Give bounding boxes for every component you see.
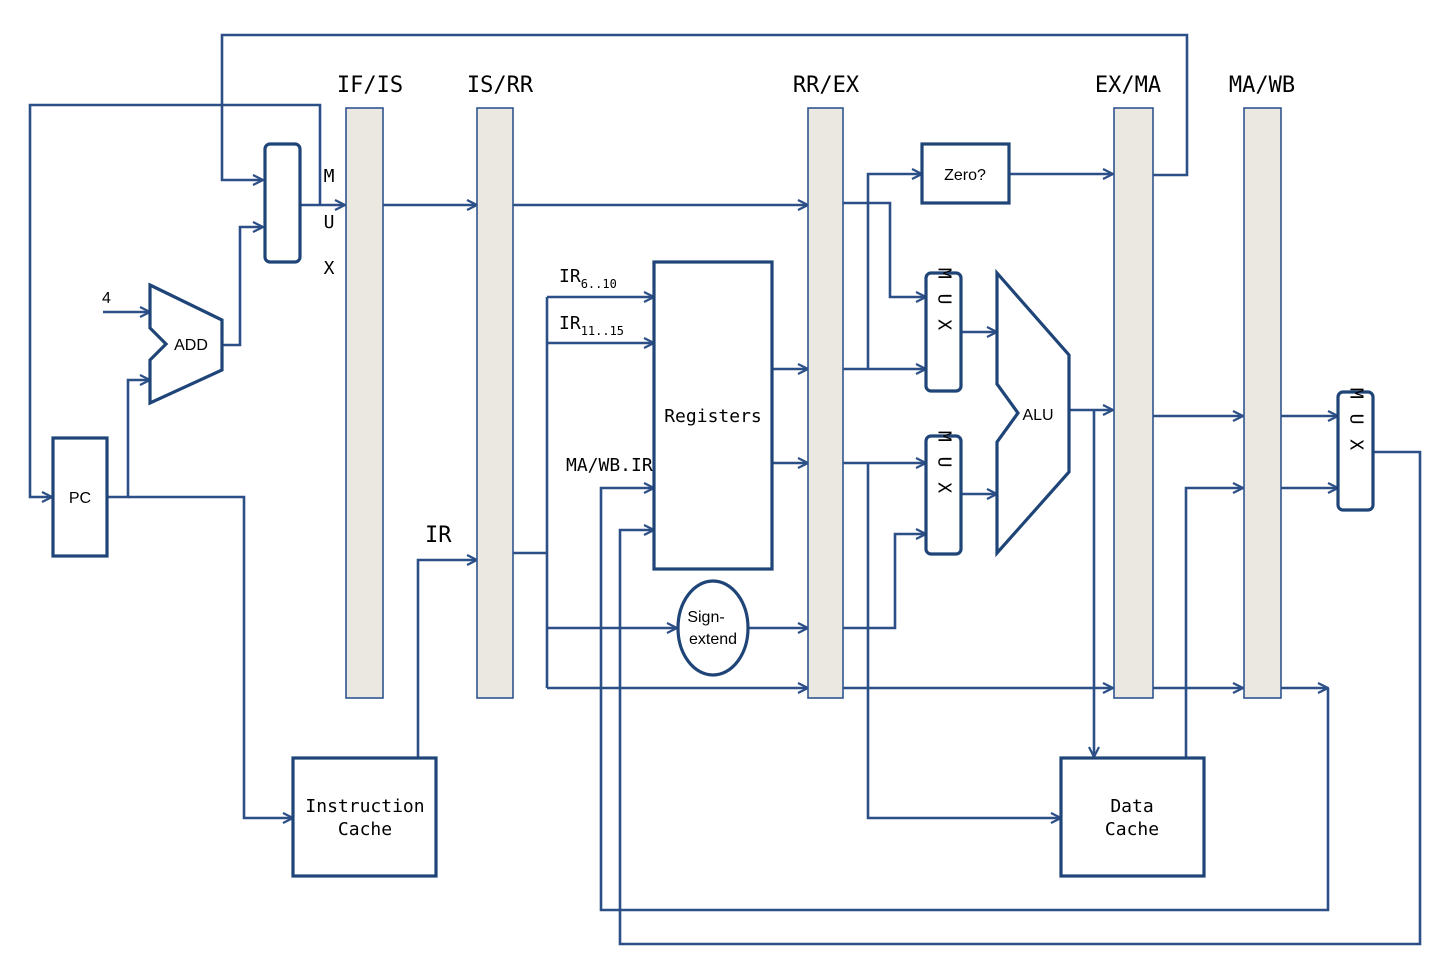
writeback-mux: M U X xyxy=(1336,388,1375,512)
add-to-mux-wire xyxy=(222,227,263,347)
branch-target-wire xyxy=(220,33,1189,180)
alu: ALU xyxy=(995,268,1071,558)
sign-extend-label-line1: Sign- xyxy=(687,609,724,626)
icache-to-isrr-wire xyxy=(416,560,477,757)
stage-labels: IF/IS IS/RR RR/EX EX/MA MA/WB xyxy=(337,73,1295,98)
writeback-data-feedback-wire xyxy=(618,450,1422,946)
sign-extend-label-line2: extend xyxy=(689,631,737,648)
pc-register: PC xyxy=(51,436,109,558)
pc-label: PC xyxy=(69,490,91,507)
regb-to-dcache-wire xyxy=(866,463,1061,818)
alu-mux-b: M U X xyxy=(924,431,963,556)
registers-label: Registers xyxy=(664,406,762,427)
pc-to-icache-wire xyxy=(128,495,293,818)
sign-extend-unit: Sign- extend xyxy=(676,579,750,677)
mawb-ir-feedback-wire xyxy=(599,488,1330,912)
ir-6-10-label: IR6..10 xyxy=(559,266,617,291)
data-cache-label-line1: Data xyxy=(1110,796,1153,817)
data-cache: Data Cache xyxy=(1059,756,1206,878)
pc-feedback-wire xyxy=(28,103,322,497)
imm-to-mux2-wire xyxy=(843,534,926,630)
ex-ma-latch xyxy=(1113,107,1154,699)
rrex-to-mux1-top-wire xyxy=(843,201,926,297)
is-rr-latch xyxy=(476,107,514,699)
alu-mux-b-letters: M U X xyxy=(934,431,955,495)
alu-mux-a-letters: M U X xyxy=(934,268,955,332)
pipeline-registers xyxy=(345,107,1282,699)
register-file: Registers xyxy=(652,260,774,571)
instruction-cache-label-line2: Cache xyxy=(338,819,392,840)
pc-mux: M U X xyxy=(225,142,340,274)
add-label: ADD xyxy=(174,337,208,354)
data-cache-label-line2: Cache xyxy=(1105,819,1159,840)
ma-wb-ir-label: MA/WB.IR xyxy=(566,455,653,476)
stage-label-is-rr: IS/RR xyxy=(467,73,534,98)
writeback-mux-letters: M U X xyxy=(1346,388,1367,452)
zero-label: Zero? xyxy=(944,167,986,184)
ma-wb-latch xyxy=(1243,107,1282,699)
stage-label-ma-wb: MA/WB xyxy=(1229,73,1295,98)
adder: ADD xyxy=(148,282,224,406)
if-is-latch xyxy=(345,107,384,699)
instruction-cache: Instruction Cache xyxy=(291,756,438,878)
constant-four-label: 4 xyxy=(102,290,111,307)
ir-label: IR xyxy=(425,523,452,548)
rega-to-zero-wire xyxy=(866,174,922,369)
zero-detect: Zero? xyxy=(920,142,1011,205)
stage-label-rr-ex: RR/EX xyxy=(793,73,860,98)
rr-ex-latch xyxy=(807,107,844,699)
pc-to-add-wire xyxy=(108,380,150,499)
dcache-to-mawb-wire xyxy=(1184,488,1243,757)
alu-label: ALU xyxy=(1022,407,1053,424)
stage-label-if-is: IF/IS xyxy=(337,73,403,98)
instruction-cache-label-line1: Instruction xyxy=(305,796,424,817)
ir-11-15-label: IR11..15 xyxy=(559,313,624,338)
stage-label-ex-ma: EX/MA xyxy=(1095,73,1161,98)
wires xyxy=(28,33,1422,946)
alu-mux-a: M U X xyxy=(924,268,963,393)
